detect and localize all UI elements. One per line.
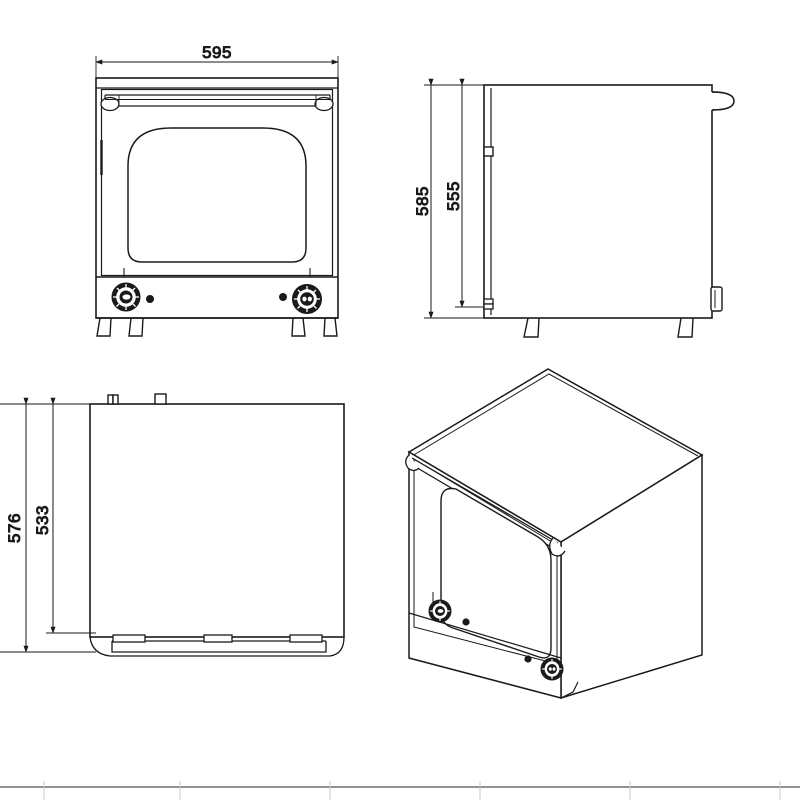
side-door-latch (710, 286, 723, 312)
front-door-window (127, 127, 307, 263)
iso-left-control-knob[interactable] (428, 599, 452, 623)
isometric-view (405, 368, 704, 700)
sheet-frame (0, 781, 800, 800)
iso-left-indicator-lamp (462, 618, 470, 626)
side-height-555-label: 555 (444, 181, 463, 211)
rear-height-576-label: 576 (5, 513, 24, 543)
side-height-555-dimension (455, 78, 488, 308)
front-control-panel (96, 268, 338, 319)
front-view: 595 (95, 43, 339, 337)
iso-foot (560, 681, 579, 699)
front-left-indicator-lamp (146, 295, 154, 303)
front-cabinet-body (95, 77, 339, 319)
rear-cabinet-body (89, 403, 345, 638)
iso-right-control-knob[interactable] (540, 657, 564, 681)
rear-top-vent-left (107, 394, 119, 405)
front-door-handle (100, 94, 334, 112)
side-feet (523, 317, 694, 338)
side-upper-hinge (483, 146, 494, 157)
front-width-dimension (95, 56, 339, 80)
rear-height-533-dimension (46, 397, 96, 634)
side-cabinet-body (483, 84, 713, 319)
rear-base-feet (112, 634, 323, 643)
rear-height-533-label: 533 (33, 505, 52, 535)
side-door-handle-tip (711, 91, 735, 111)
side-height-585-label: 585 (413, 186, 432, 216)
rear-top-vent-right (154, 393, 167, 405)
iso-right-indicator-lamp (524, 655, 532, 663)
front-feet (96, 317, 338, 337)
front-right-control-knob[interactable] (292, 284, 322, 314)
side-lower-hinge (483, 298, 494, 310)
iso-door-window (440, 487, 552, 659)
front-right-indicator-lamp (279, 293, 287, 301)
front-left-control-knob[interactable] (111, 282, 141, 312)
front-width-label: 595 (202, 43, 232, 62)
rear-view: 576 533 (0, 393, 345, 657)
side-view: 585 555 (413, 78, 735, 338)
